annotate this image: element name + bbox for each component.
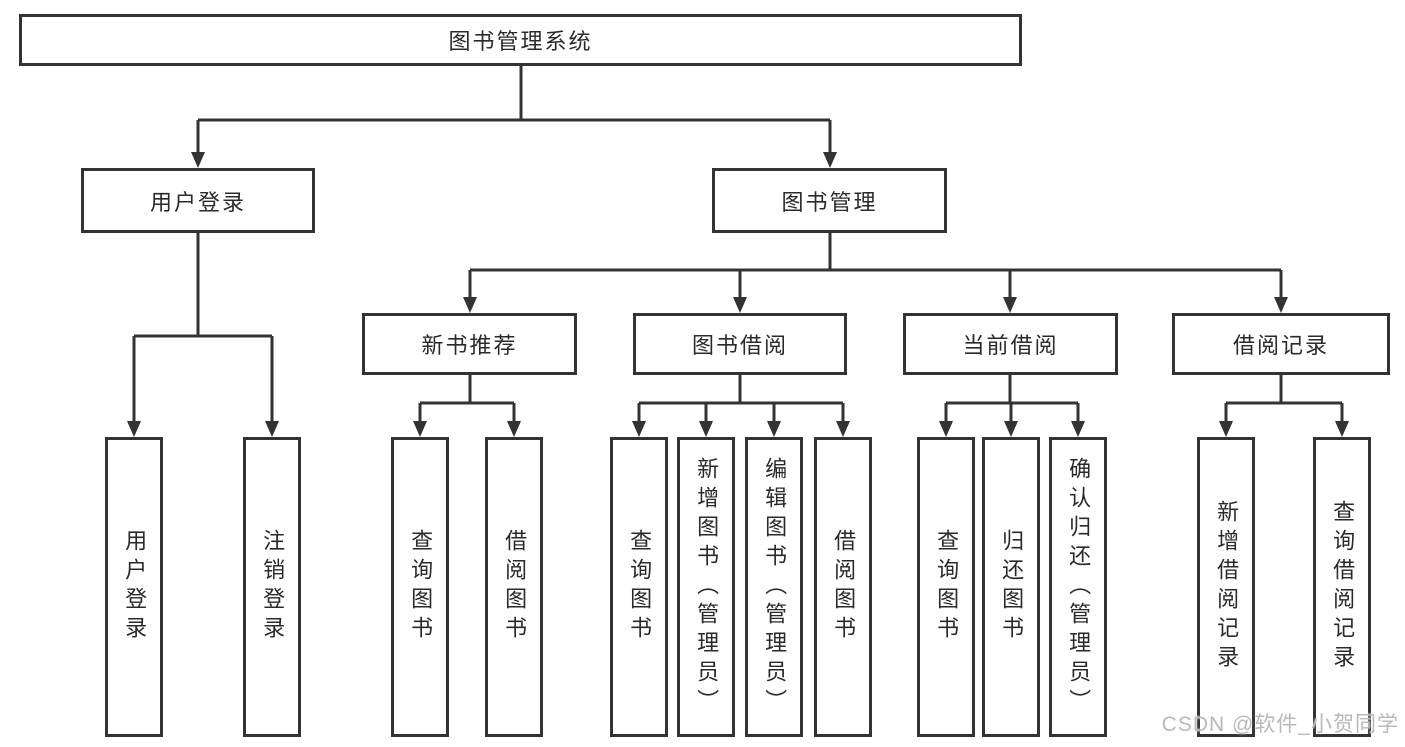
leaf-label: 注销登录 [260, 529, 286, 645]
leaf-label: 新增图书（管理员） [694, 456, 720, 718]
leaf-borrow-books: 借阅图书 [814, 437, 872, 737]
leaf-query-books: 查询图书 [917, 437, 975, 737]
node-label: 用户登录 [149, 189, 246, 215]
connector-book-borrow-children [637, 375, 845, 423]
arrow-down-icon [1219, 421, 1233, 437]
leaf-user-login: 用户登录 [105, 437, 163, 737]
leaf-label: 借阅图书 [831, 529, 857, 645]
leaf-logout: 注销登录 [243, 437, 301, 737]
node-current-borrowing: 当前借阅 [903, 313, 1118, 375]
arrowheads [127, 152, 1349, 437]
leaf-add-books-admin: 新增图书（管理员） [677, 437, 735, 737]
arrow-down-icon [1003, 297, 1017, 313]
node-label: 图书管理系统 [448, 29, 593, 54]
arrow-down-icon [1004, 421, 1018, 437]
arrow-down-icon [463, 297, 477, 313]
arrow-down-icon [632, 421, 646, 437]
node-label: 图书借阅 [691, 333, 788, 358]
leaf-edit-books-admin: 编辑图书（管理员） [745, 437, 803, 737]
leaf-label: 查询图书 [627, 529, 653, 645]
leaf-label: 查询图书 [408, 529, 434, 645]
arrow-down-icon [191, 152, 205, 168]
node-label: 当前借阅 [962, 333, 1059, 358]
leaf-confirm-return-admin: 确认归还（管理员） [1049, 437, 1107, 737]
leaf-label: 用户登录 [122, 529, 148, 645]
connector-new-book-children [418, 375, 516, 423]
arrow-down-icon [1274, 297, 1288, 313]
leaf-label: 编辑图书（管理员） [762, 456, 788, 718]
node-book-management: 图书管理 [712, 168, 947, 233]
arrow-down-icon [265, 421, 279, 437]
node-library-system: 图书管理系统 [19, 14, 1022, 66]
arrow-down-icon [939, 421, 953, 437]
leaf-label: 确认归还（管理员） [1066, 456, 1092, 718]
connector-book-mgmt-to-level3 [468, 233, 1283, 299]
connector-current-borrow-children [944, 375, 1080, 423]
leaf-query-books: 查询图书 [391, 437, 449, 737]
leaf-query-borrow-record: 查询借阅记录 [1313, 437, 1371, 737]
connector-root-to-level2 [196, 66, 832, 153]
leaf-query-books: 查询图书 [610, 437, 668, 737]
leaf-label: 查询借阅记录 [1330, 500, 1356, 674]
arrow-down-icon [413, 421, 427, 437]
leaf-label: 新增借阅记录 [1214, 500, 1240, 674]
connector-lines [132, 66, 1344, 423]
leaf-return-books: 归还图书 [982, 437, 1040, 737]
arrow-down-icon [507, 421, 521, 437]
arrow-down-icon [823, 152, 837, 168]
arrow-down-icon [127, 421, 141, 437]
arrow-down-icon [733, 297, 747, 313]
arrow-down-icon [836, 421, 850, 437]
arrow-down-icon [767, 421, 781, 437]
node-user-login: 用户登录 [81, 168, 315, 233]
connector-user-login-children [132, 233, 274, 423]
leaf-label: 归还图书 [999, 529, 1025, 645]
leaf-borrow-books: 借阅图书 [485, 437, 543, 737]
leaf-label: 借阅图书 [502, 529, 528, 645]
connector-borrow-record-children [1224, 375, 1344, 423]
node-label: 借阅记录 [1232, 333, 1329, 358]
leaf-add-borrow-record: 新增借阅记录 [1197, 437, 1255, 737]
node-book-borrowing: 图书借阅 [633, 313, 847, 375]
leaf-label: 查询图书 [934, 529, 960, 645]
node-label: 图书管理 [781, 189, 878, 215]
node-new-book-recommend: 新书推荐 [362, 313, 577, 375]
arrow-down-icon [1071, 421, 1085, 437]
node-borrowing-records: 借阅记录 [1172, 313, 1390, 375]
arrow-down-icon [699, 421, 713, 437]
node-label: 新书推荐 [421, 333, 518, 358]
arrow-down-icon [1335, 421, 1349, 437]
